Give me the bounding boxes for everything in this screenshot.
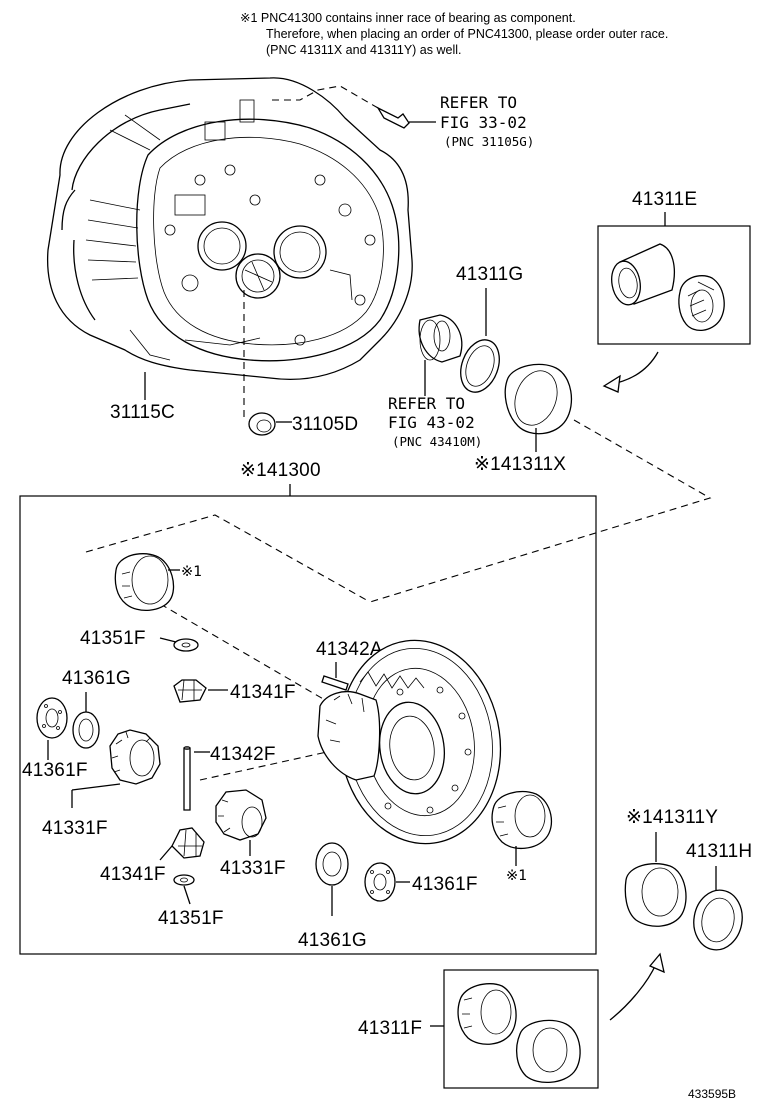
inner-bearing-bottom-drawing <box>491 791 553 849</box>
label-41351f-top[interactable]: 41351F <box>80 628 146 649</box>
label-41361g-bottom[interactable]: 41361G <box>298 930 367 951</box>
refer-fig43-pnc: (PNC 43410M) <box>392 434 482 449</box>
refer-fig33-pnc: (PNC 31105G) <box>444 134 534 149</box>
bolt-31105g-drawing <box>272 85 410 129</box>
label-41342f[interactable]: 41342F <box>210 744 276 765</box>
transmission-case-drawing <box>46 77 413 381</box>
label-41351f-bottom[interactable]: 41351F <box>158 908 224 929</box>
pinion-41341f-top-drawing <box>173 679 207 703</box>
side-gear-41331f-left-drawing <box>109 729 161 785</box>
label-41311y[interactable]: ※141311Y <box>626 807 718 828</box>
bearing-41311f-drawing <box>457 983 581 1083</box>
outer-race-41311y-drawing <box>624 863 687 927</box>
label-41311f[interactable]: 41311F <box>358 1018 422 1039</box>
label-41341f-top[interactable]: 41341F <box>230 682 296 703</box>
shaft-41342f-drawing <box>183 746 191 811</box>
box-41311e <box>597 225 751 345</box>
label-41361f-right[interactable]: 41361F <box>412 874 478 895</box>
refer-fig33-line2[interactable]: FIG 33-02 <box>440 113 527 132</box>
label-41331f-left[interactable]: 41331F <box>42 818 108 839</box>
box-41311f <box>443 969 599 1089</box>
label-41311g[interactable]: 41311G <box>456 264 523 285</box>
oil-seal-31105d-drawing <box>243 290 276 436</box>
washer-41361f-left-drawing <box>36 697 68 739</box>
label-41361g-left[interactable]: 41361G <box>62 668 131 689</box>
mark-note1-a: ※1 <box>181 564 202 580</box>
label-41342a[interactable]: 41342A <box>316 639 383 660</box>
outer-race-41311x-drawing <box>504 363 573 435</box>
refer-fig43-line1[interactable]: REFER TO <box>388 394 465 413</box>
box-41300 <box>19 495 597 955</box>
label-41341f-bottom[interactable]: 41341F <box>100 864 166 885</box>
label-41311h[interactable]: 41311H <box>686 841 752 862</box>
note-line-1: ※1 PNC41300 contains inner race of beari… <box>240 11 576 25</box>
label-41311x[interactable]: ※141311X <box>474 454 566 475</box>
label-31105d[interactable]: 31105D <box>292 414 358 435</box>
mark-note1-b: ※1 <box>506 868 527 884</box>
washer-41351f-bottom-drawing <box>173 874 195 886</box>
label-31115c[interactable]: 31115C <box>110 402 175 423</box>
refer-fig33-line1[interactable]: REFER TO <box>440 93 517 112</box>
note-line-2: Therefore, when placing an order of PNC4… <box>266 27 668 41</box>
note-line-3: (PNC 41311X and 41311Y) as well. <box>266 43 461 57</box>
differential-case-drawing <box>317 639 502 845</box>
washer-41361g-left-drawing <box>72 711 100 749</box>
label-41361f-left[interactable]: 41361F <box>22 760 88 781</box>
shim-41311h-drawing <box>693 889 743 951</box>
label-41331f-mid[interactable]: 41331F <box>220 858 286 879</box>
washer-41351f-top-drawing <box>173 638 199 652</box>
washer-41361g-bottom-drawing <box>315 842 349 886</box>
label-41311e[interactable]: 41311E <box>632 189 697 210</box>
figure-code: 433595B <box>688 1087 736 1101</box>
bearing-43410m-drawing <box>418 314 463 363</box>
refer-fig43-line2[interactable]: FIG 43-02 <box>388 413 475 432</box>
pinion-41341f-bottom-drawing <box>171 827 205 859</box>
shim-41311g-drawing <box>460 339 500 393</box>
side-gear-41331f-mid-drawing <box>215 789 267 841</box>
label-41300[interactable]: ※141300 <box>240 460 321 481</box>
washer-41361f-right-drawing <box>364 862 396 902</box>
inner-bearing-top-drawing <box>114 553 175 611</box>
bearing-41311e-drawing <box>611 243 725 331</box>
